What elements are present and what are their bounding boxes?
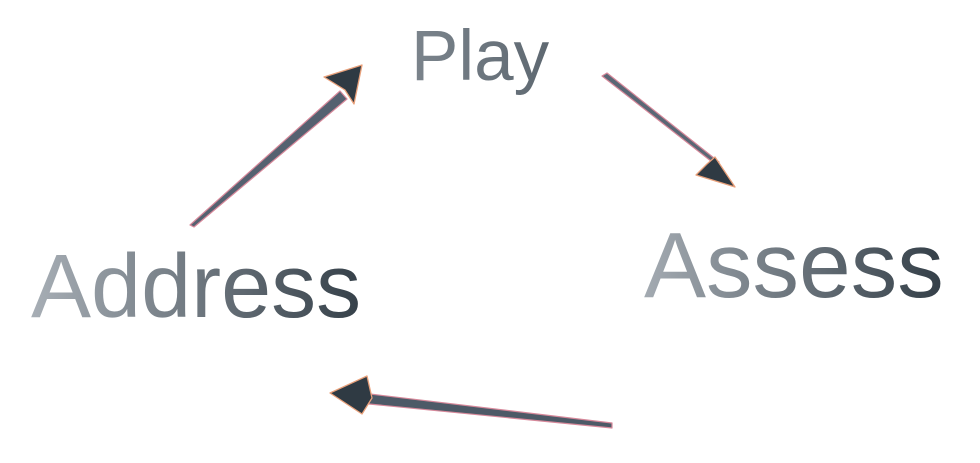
node-label-assess: Assess xyxy=(644,213,944,317)
arrow-assess-to-address-shaft xyxy=(368,393,613,429)
arrow-address-to-play xyxy=(189,64,363,228)
arrow-play-to-assess-head xyxy=(695,156,736,188)
node-label-play: Play xyxy=(411,17,550,96)
arrow-address-to-play-shaft xyxy=(189,90,348,228)
arrow-play-to-assess-shaft xyxy=(601,72,720,166)
node-label-address: Address xyxy=(31,237,361,337)
arrow-assess-to-address xyxy=(329,375,613,429)
arrow-address-to-play-head xyxy=(323,64,363,105)
arrow-play-to-assess xyxy=(601,72,736,188)
arrow-assess-to-address-head xyxy=(329,375,373,415)
